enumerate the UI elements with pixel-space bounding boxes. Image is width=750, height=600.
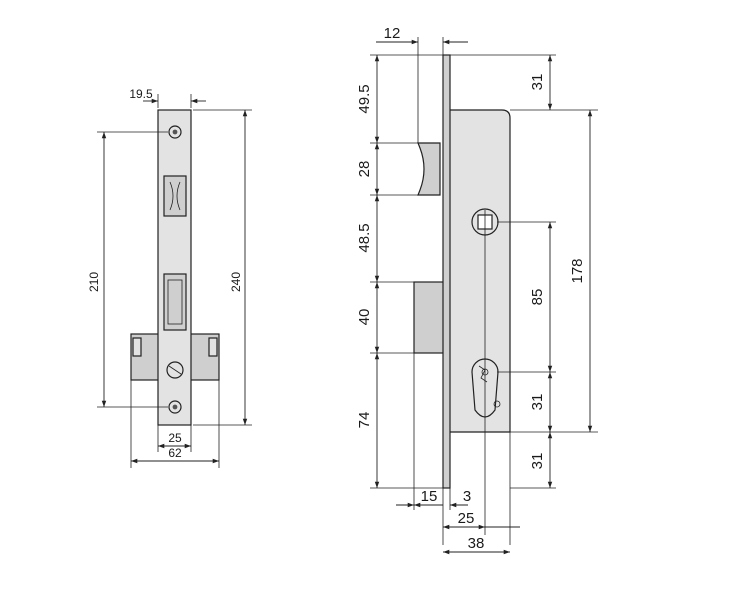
dim-top-width: 19.5 xyxy=(129,87,153,101)
dim-top-to-latch: 49.5 xyxy=(356,84,373,113)
dim-body-width: 25 xyxy=(168,431,182,445)
dim-bolt-to-bottom: 74 xyxy=(356,412,373,429)
deadbolt-slot xyxy=(163,273,187,331)
dim-backset: 25 xyxy=(458,510,475,527)
dim-total-width: 62 xyxy=(168,446,182,460)
dim-latch-to-bolt: 48.5 xyxy=(356,223,373,252)
case-tab-left xyxy=(132,337,142,357)
dim-plate-thickness: 3 xyxy=(463,488,471,505)
front-view: 19.5 210 240 25 62 xyxy=(87,87,252,468)
latch-slot xyxy=(163,175,187,217)
side-faceplate xyxy=(442,54,451,489)
dim-faceplate-thickness: 12 xyxy=(384,25,401,42)
screw-hole-bottom-inner xyxy=(172,404,178,410)
dim-case-bottom-to-end: 31 xyxy=(529,453,546,470)
case-tab-right xyxy=(208,337,218,357)
dim-spindle-to-cylinder: 85 xyxy=(529,289,546,306)
deadbolt xyxy=(167,279,183,325)
side-view: 12 49.5 28 48.5 40 74 31 85 31 xyxy=(356,25,598,555)
dim-case-depth: 38 xyxy=(468,535,485,552)
screw-hole-top-inner xyxy=(172,129,178,135)
center-screw-slot xyxy=(168,365,182,375)
dim-cylinder-to-case-bottom: 31 xyxy=(529,394,546,411)
case-small-hole xyxy=(493,400,501,408)
dim-bolt-projection: 15 xyxy=(421,488,438,505)
side-lock-case xyxy=(445,109,511,433)
latch-bolt xyxy=(169,181,181,211)
side-latch-bolt xyxy=(417,142,441,196)
side-deadbolt xyxy=(413,281,445,354)
dim-top-to-case: 31 xyxy=(529,74,546,91)
dim-overall-height: 240 xyxy=(229,272,243,292)
dim-latch-height: 28 xyxy=(356,161,373,178)
dim-screw-spacing: 210 xyxy=(87,272,101,292)
dim-bolt-height: 40 xyxy=(356,309,373,326)
dim-case-height: 178 xyxy=(569,258,586,283)
